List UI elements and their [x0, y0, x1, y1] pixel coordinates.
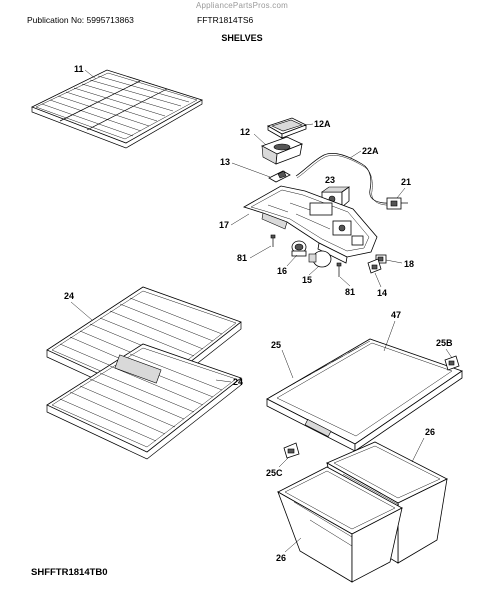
callout-26-upper: 26 — [425, 427, 435, 437]
lamp-bulb-15 — [308, 250, 332, 268]
callout-15: 15 — [302, 275, 312, 285]
callout-25b: 25B — [436, 338, 453, 348]
wire-shelf-small — [31, 69, 203, 149]
callout-11: 11 — [74, 64, 84, 74]
bracket-14 — [367, 258, 382, 274]
control-housing-17 — [243, 185, 378, 264]
callout-21: 21 — [401, 177, 411, 187]
callout-81-left: 81 — [237, 253, 247, 263]
callout-23: 23 — [325, 175, 335, 185]
section-title: SHELVES — [221, 33, 263, 43]
callout-12: 12 — [240, 127, 250, 137]
bracket-25c — [283, 442, 300, 459]
callout-24-lower: 24 — [233, 377, 243, 387]
callout-47: 47 — [391, 310, 401, 320]
light-shield-12a — [267, 117, 307, 139]
callout-22a: 22A — [362, 146, 379, 156]
switch-21 — [386, 197, 408, 210]
callout-24-upper: 24 — [64, 291, 74, 301]
wire-harness-22a — [295, 152, 393, 204]
wire-shelf-upper-24 — [46, 286, 242, 404]
callout-14: 14 — [377, 288, 387, 298]
lamp-socket-16 — [291, 240, 307, 257]
glass-shelf-47 — [266, 338, 463, 452]
callout-12a: 12A — [314, 119, 331, 129]
callout-26-lower: 26 — [276, 553, 286, 563]
publication-number: Publication No: 5995713863 — [27, 15, 134, 25]
callout-18: 18 — [404, 259, 414, 269]
screw-81-right — [336, 262, 342, 277]
screw-81-left — [270, 234, 276, 247]
bracket-25b — [444, 355, 460, 371]
callout-17: 17 — [219, 220, 229, 230]
callout-25: 25 — [271, 340, 281, 350]
callout-25c: 25C — [266, 468, 283, 478]
callout-81-right: 81 — [345, 287, 355, 297]
watermark: AppliancePartsPros.com — [196, 1, 288, 10]
callout-13: 13 — [220, 157, 230, 167]
crisper-drawer-front-26 — [277, 466, 403, 583]
light-housing-12 — [261, 136, 304, 165]
callout-16: 16 — [277, 266, 287, 276]
wire-shelf-lower-24 — [46, 343, 242, 460]
model-number: FFTR1814TS6 — [197, 15, 254, 25]
clip-13 — [268, 170, 291, 183]
footer-code: SHFFTR1814TB0 — [31, 567, 108, 578]
